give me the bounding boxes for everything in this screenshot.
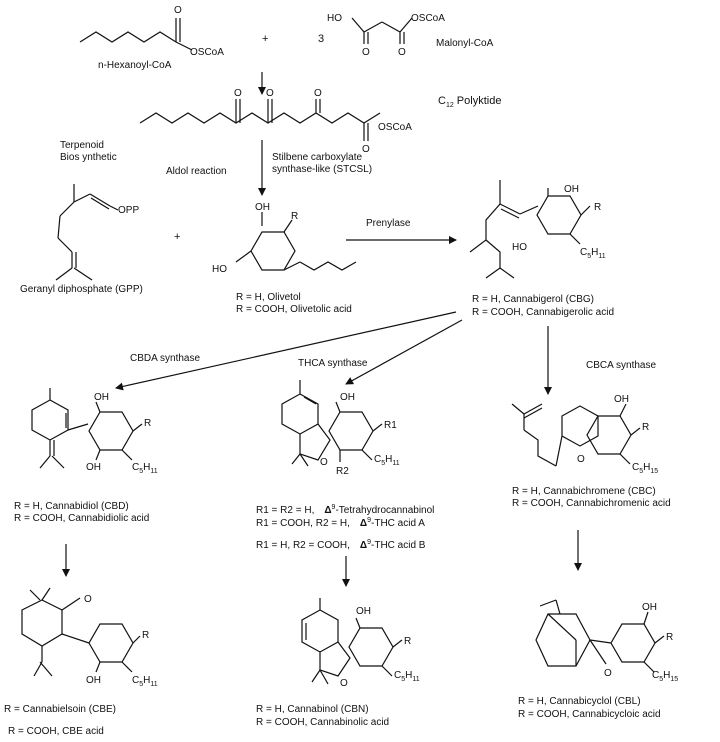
cbl-r-label: R bbox=[666, 632, 673, 643]
thc-caption-1: R1 = R2 = H,Δ9-Tetrahydrocannabinol bbox=[256, 504, 434, 516]
cbl-pentyl-label: C5H15 bbox=[652, 670, 678, 683]
thc-o-label: O bbox=[320, 457, 328, 468]
cbn-o-label: O bbox=[340, 678, 348, 689]
olivetol-structure bbox=[235, 212, 357, 271]
hexanoyl-o-label: O bbox=[174, 5, 182, 16]
malonyl-coa-structure bbox=[351, 17, 413, 44]
polyketide-o1: O bbox=[234, 88, 242, 99]
stcsl-label-line1: Stilbene carboxylate bbox=[272, 152, 362, 163]
thc-caption-3: R1 = H, R2 = COOH,Δ9-THC acid B bbox=[256, 539, 426, 551]
cbn-caption-1: R = H, Cannabinol (CBN) bbox=[256, 704, 369, 715]
cbe-o-label: O bbox=[84, 594, 92, 605]
olivetol-caption-1: R = H, Olivetol bbox=[236, 292, 301, 303]
terpenoid-label-line2: Bios ynthetic bbox=[60, 152, 117, 163]
cbe-structure bbox=[21, 587, 141, 677]
olivetol-caption-2: R = COOH, Olivetolic acid bbox=[236, 304, 352, 315]
malonyl-coa-name: Malonyl-CoA bbox=[436, 38, 494, 49]
thc-caption-2: R1 = COOH, R2 = H,Δ9-THC acid A bbox=[256, 517, 425, 529]
thc-r1-label: R1 bbox=[384, 420, 397, 431]
polyketide-o3: O bbox=[314, 88, 322, 99]
cbc-r-label: R bbox=[642, 422, 649, 433]
gpp-structure bbox=[55, 184, 119, 281]
polyketide-structure bbox=[139, 99, 381, 141]
polyketide-o4: O bbox=[362, 144, 370, 155]
olivetol-oh-label: OH bbox=[255, 202, 270, 213]
cbg-ho-label: HO bbox=[512, 242, 527, 253]
cbd-r-label: R bbox=[144, 418, 151, 429]
cbl-o-label: O bbox=[604, 668, 612, 679]
aldol-reaction-label: Aldol reaction bbox=[166, 166, 227, 177]
hexanoyl-oscoa-label: OSCoA bbox=[190, 47, 224, 58]
polyketide-oscoa: OSCoA bbox=[378, 122, 412, 133]
plus-sign-top: + bbox=[262, 33, 268, 45]
cbn-oh-label: OH bbox=[356, 606, 371, 617]
cbe-caption-1: R = Cannabielsoin (CBE) bbox=[4, 704, 116, 715]
cbl-structure bbox=[535, 599, 665, 673]
thc-pentyl-label: C5H11 bbox=[374, 454, 400, 467]
cbd-caption-2: R = COOH, Cannabidiolic acid bbox=[14, 513, 149, 524]
cbc-pentyl-label: C5H15 bbox=[632, 462, 658, 475]
cbl-oh-label: OH bbox=[642, 602, 657, 613]
cbg-pentyl-label: C5H11 bbox=[580, 247, 606, 260]
plus-sign-middle: + bbox=[174, 231, 180, 243]
cbg-r-label: R bbox=[594, 202, 601, 213]
cbn-r-label: R bbox=[404, 636, 411, 647]
cbd-pentyl-label: C5H11 bbox=[132, 462, 158, 475]
arrow-cbda-synthase bbox=[115, 311, 457, 391]
hexanoyl-coa-structure bbox=[79, 18, 193, 51]
cbl-caption-2: R = COOH, Cannabicycloic acid bbox=[518, 709, 661, 720]
arrow-thca-synthase bbox=[345, 319, 463, 385]
cbe-pentyl-label: C5H11 bbox=[132, 675, 158, 688]
malonyl-stoichiometry: 3 bbox=[318, 33, 324, 45]
malonyl-o1-label: O bbox=[362, 47, 370, 58]
cbda-synthase-label: CBDA synthase bbox=[130, 353, 200, 364]
cbg-caption-2: R = COOH, Cannabigerolic acid bbox=[472, 307, 614, 318]
cbd-oh2-label: OH bbox=[86, 462, 101, 473]
cbc-o-label: O bbox=[577, 454, 585, 465]
thc-oh-label: OH bbox=[340, 392, 355, 403]
cbn-structure bbox=[301, 598, 403, 685]
olivetol-r-label: R bbox=[291, 211, 298, 222]
thc-r2-label: R2 bbox=[336, 466, 349, 477]
thc-structure bbox=[281, 380, 383, 467]
hexanoyl-coa-name: n-Hexanoyl-CoA bbox=[98, 60, 172, 71]
cbd-structure bbox=[31, 388, 143, 469]
cbl-caption-1: R = H, Cannabicyclol (CBL) bbox=[518, 696, 641, 707]
malonyl-oscoa-label: OSCoA bbox=[411, 13, 445, 24]
olivetol-ho-label: HO bbox=[212, 264, 227, 275]
terpenoid-label-line1: Terpenoid bbox=[60, 140, 104, 151]
cbc-caption-1: R = H, Cannabichromene (CBC) bbox=[512, 486, 656, 497]
cbc-oh-label: OH bbox=[614, 394, 629, 405]
thca-synthase-label: THCA synthase bbox=[298, 358, 368, 369]
cbg-structure bbox=[469, 180, 591, 279]
polyketide-o2: O bbox=[266, 88, 274, 99]
stcsl-label-line2: synthase-like (STCSL) bbox=[272, 164, 372, 175]
prenylase-label: Prenylase bbox=[366, 218, 411, 229]
cbn-caption-2: R = COOH, Cannabinolic acid bbox=[256, 717, 389, 728]
gpp-name: Geranyl diphosphate (GPP) bbox=[20, 284, 143, 295]
gpp-opp-label: OPP bbox=[118, 205, 139, 216]
polyketide-name: C12 Polyktide bbox=[438, 95, 501, 109]
malonyl-ho-label: HO bbox=[327, 13, 342, 24]
cbc-caption-2: R = COOH, Cannabichromenic acid bbox=[512, 498, 671, 509]
cbca-synthase-label: CBCA synthase bbox=[586, 360, 656, 371]
cbe-oh-label: OH bbox=[86, 675, 101, 686]
cbe-caption-2: R = COOH, CBE acid bbox=[8, 726, 104, 737]
malonyl-o2-label: O bbox=[398, 47, 406, 58]
cbc-structure bbox=[511, 403, 641, 467]
cbn-pentyl-label: C5H11 bbox=[394, 670, 420, 683]
cbe-r-label: R bbox=[142, 630, 149, 641]
cbd-oh-label: OH bbox=[94, 392, 109, 403]
cbd-caption-1: R = H, Cannabidiol (CBD) bbox=[14, 501, 129, 512]
cbg-caption-1: R = H, Cannabigerol (CBG) bbox=[472, 294, 594, 305]
cbg-oh-label: OH bbox=[564, 184, 579, 195]
